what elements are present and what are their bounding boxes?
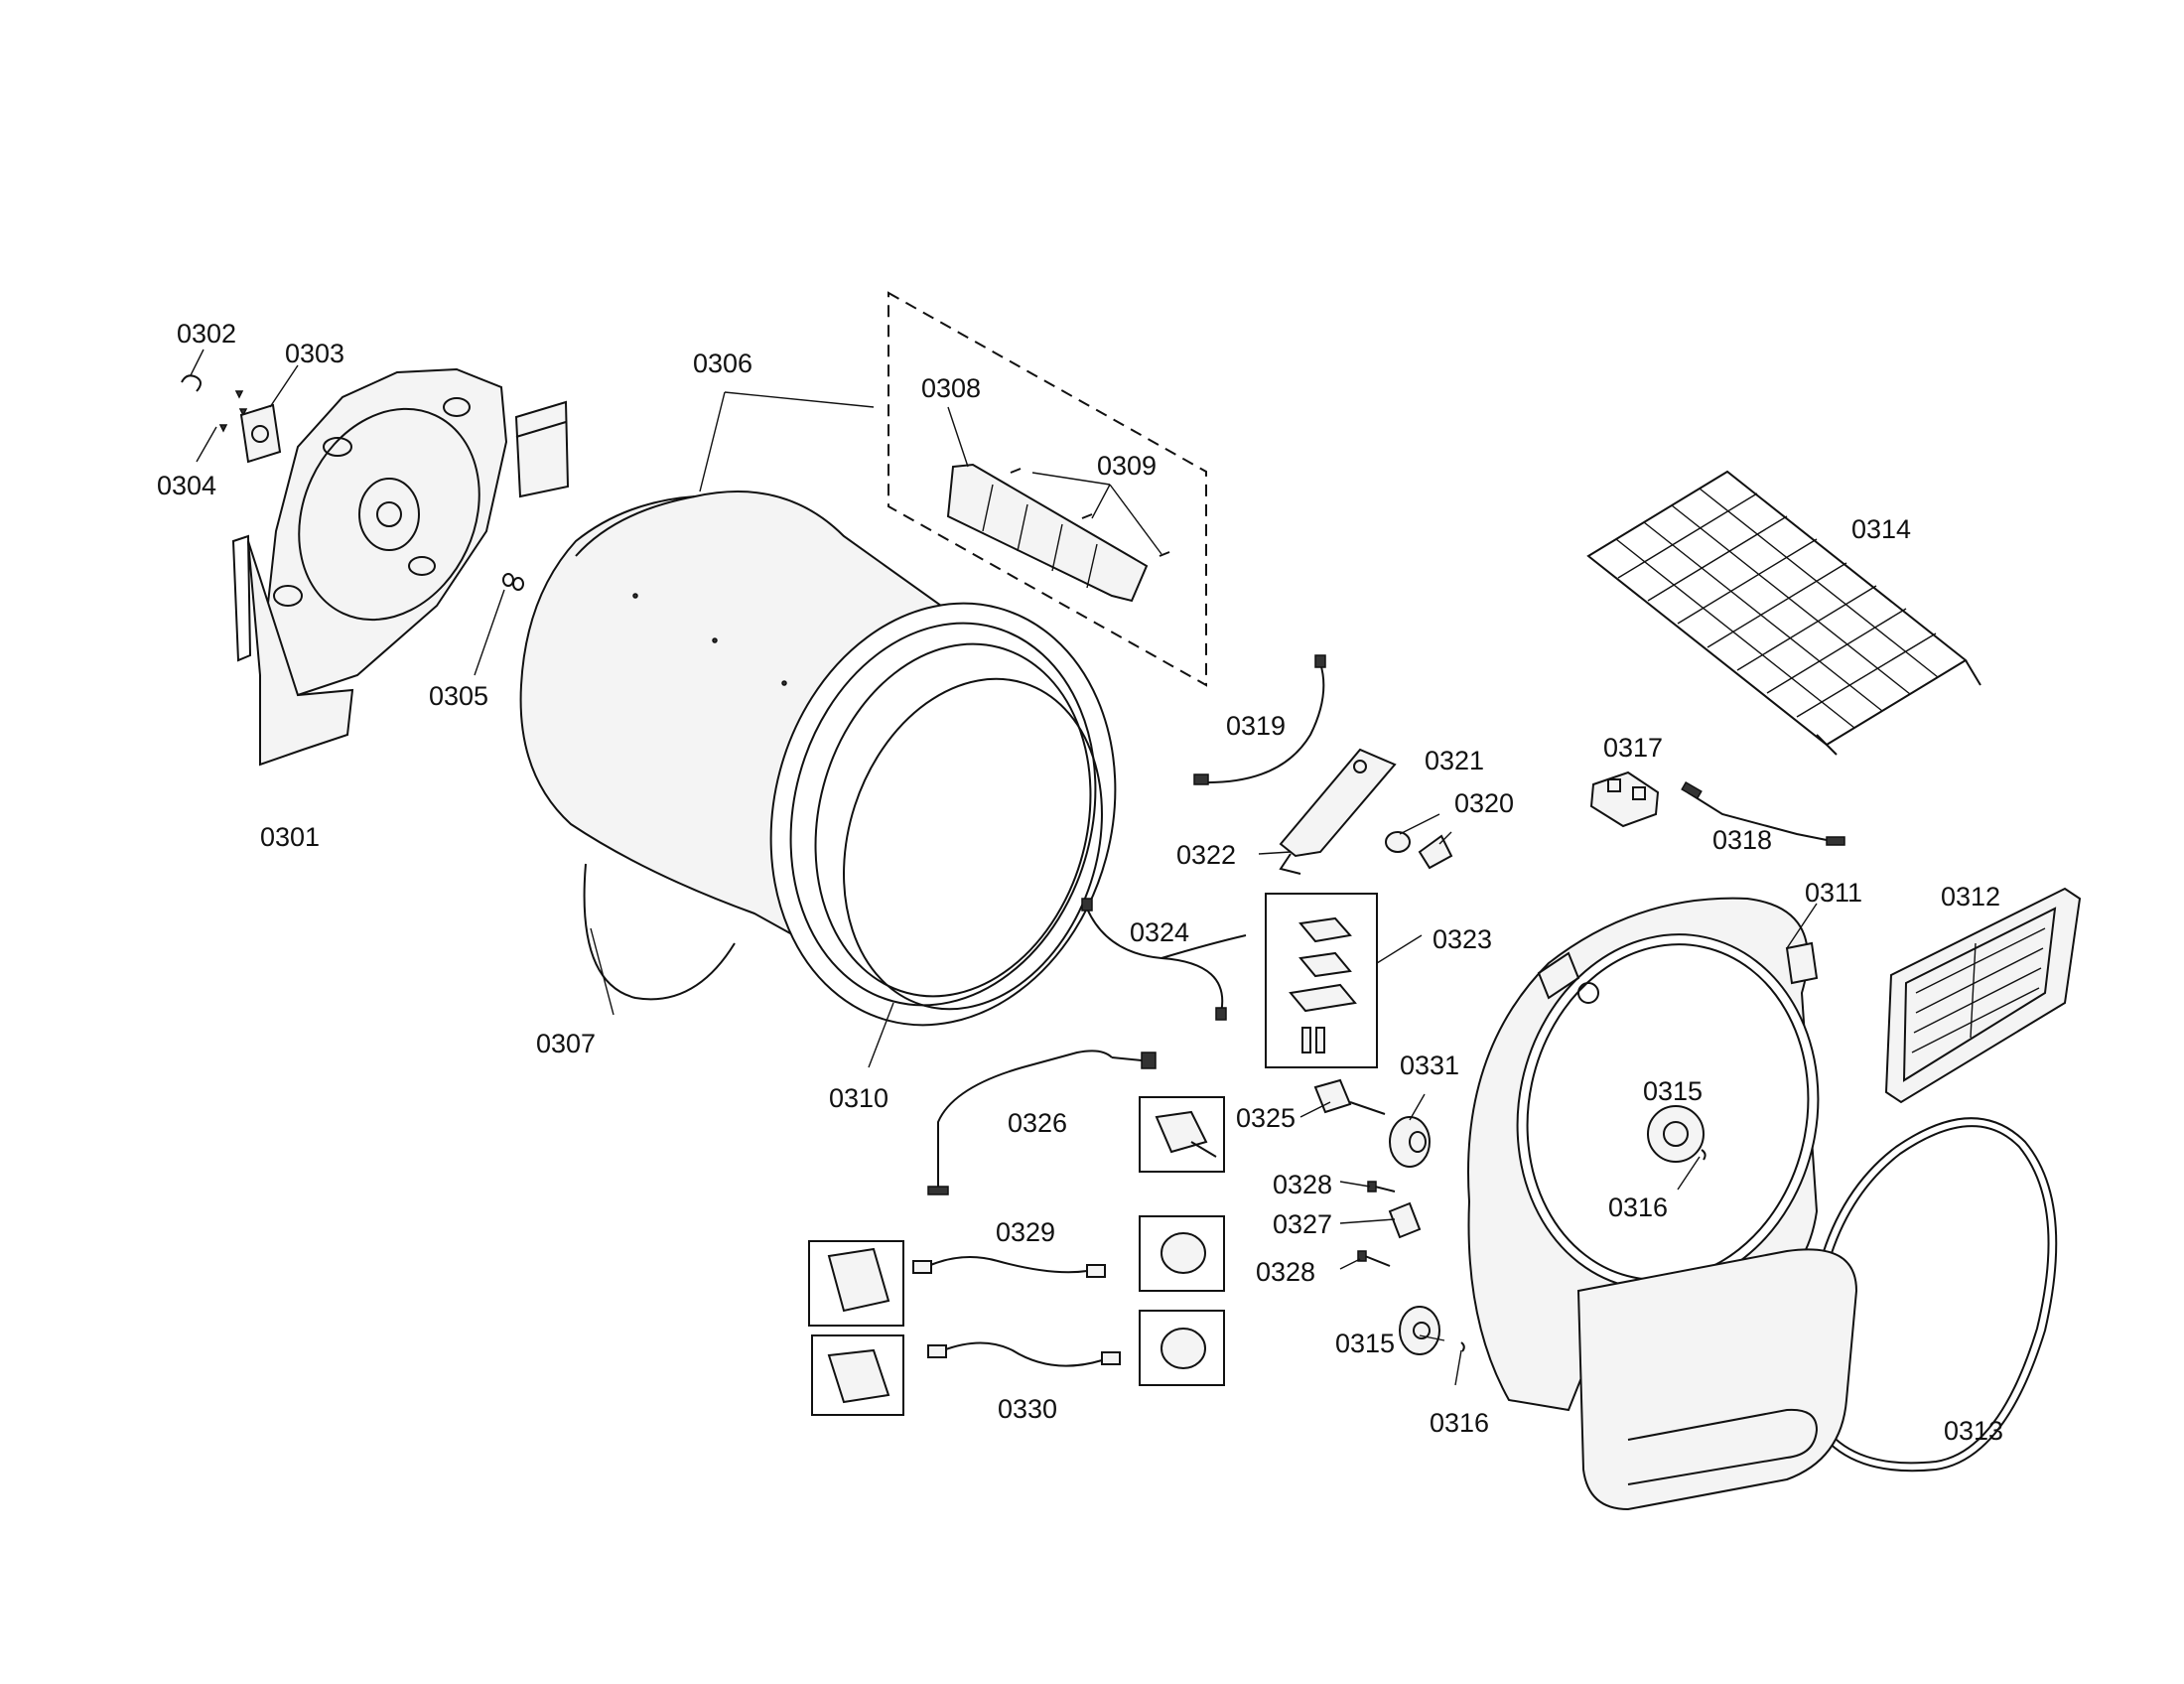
label-0305: 0305: [429, 681, 488, 711]
label-0317: 0317: [1603, 733, 1663, 763]
part-terminal-block: [1589, 771, 1660, 828]
label-0325: 0325: [1236, 1103, 1296, 1133]
label-0303: 0303: [285, 339, 344, 368]
part-drive-belt: [1805, 1117, 2058, 1473]
label-0309: 0309: [1097, 451, 1157, 481]
label-0322: 0322: [1176, 840, 1236, 870]
label-0316-lower: 0316: [1430, 1408, 1489, 1438]
part-sensor-plug: [1418, 834, 1453, 870]
label-0331: 0331: [1400, 1051, 1459, 1080]
part-main-harness: [927, 1050, 1157, 1195]
part-sensor-bracket: [1279, 748, 1397, 875]
label-0314: 0314: [1851, 514, 1911, 544]
part-wire-rack: [1586, 470, 1981, 756]
part-lint-filter: [1884, 887, 2082, 1104]
thumbnail-boxes: [808, 1096, 1225, 1416]
label-0323: 0323: [1433, 924, 1492, 954]
label-0301: 0301: [260, 822, 320, 852]
label-0306: 0306: [693, 349, 752, 378]
label-0329: 0329: [996, 1217, 1055, 1247]
label-0318: 0318: [1712, 825, 1772, 855]
part-harness-short: [1681, 781, 1845, 846]
part-roller: [1389, 1116, 1431, 1168]
part-drum: [519, 491, 1117, 1027]
label-0310: 0310: [829, 1083, 888, 1113]
label-0311: 0311: [1805, 878, 1862, 908]
label-0328-upper: 0328: [1273, 1170, 1332, 1199]
part-sensor-wire: [1193, 654, 1326, 785]
leader-lines: [190, 349, 1818, 1386]
label-0307: 0307: [536, 1029, 596, 1058]
part-baffle-group: [887, 291, 1207, 687]
label-0320: 0320: [1454, 788, 1514, 818]
part-sensor-harness-upper: [912, 1256, 1106, 1278]
label-0328-lower: 0328: [1256, 1257, 1315, 1287]
part-blower-housing: [1576, 1248, 1858, 1511]
part-sensor-cap: [1385, 831, 1411, 853]
label-0330: 0330: [998, 1394, 1057, 1424]
part-labels: 0301 0302 0303 0304 0305 0306 0307 0308 …: [157, 319, 2003, 1446]
label-0316-upper: 0316: [1608, 1193, 1668, 1222]
label-0327: 0327: [1273, 1209, 1332, 1239]
part-bearing-lower: [1399, 1306, 1465, 1355]
part-thermostat: [1313, 1078, 1386, 1115]
label-0324: 0324: [1130, 917, 1189, 947]
part-rear-bulkhead: [231, 367, 570, 767]
part-connector-kit: [1265, 893, 1378, 1068]
part-clip-and-screws: [181, 374, 282, 464]
label-0304: 0304: [157, 471, 216, 500]
label-0326: 0326: [1008, 1108, 1067, 1138]
part-heater-wire: [1081, 898, 1247, 1021]
part-sensor-harness-lower: [927, 1341, 1121, 1367]
label-0302: 0302: [177, 319, 236, 349]
label-0315-upper: 0315: [1643, 1076, 1703, 1106]
label-0319: 0319: [1226, 711, 1286, 741]
part-washers: [502, 573, 524, 591]
label-0315-lower: 0315: [1335, 1329, 1395, 1358]
label-0312: 0312: [1941, 882, 2000, 912]
label-0308: 0308: [921, 373, 981, 403]
label-0321: 0321: [1425, 746, 1484, 775]
label-0313: 0313: [1944, 1416, 2003, 1446]
part-bearing-screws: [1357, 1181, 1422, 1267]
